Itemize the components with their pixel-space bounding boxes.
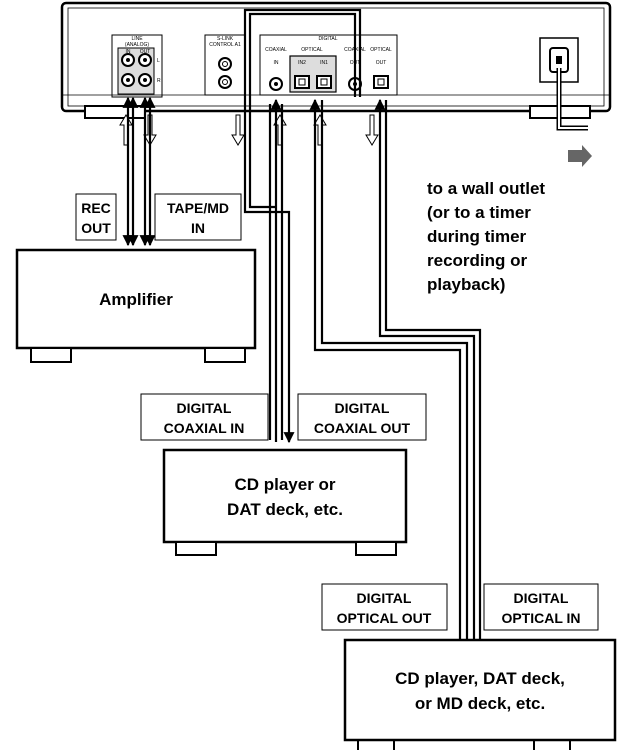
wall-note-line2: (or to a timer (427, 203, 531, 222)
coaxial-in-group-label: COAXIAL (265, 47, 287, 53)
dig-coax-out-line2: COAXIAL OUT (314, 420, 411, 436)
dig-coax-in-line1: DIGITAL (177, 400, 232, 416)
label-tape-md-in: TAPE/MD IN (154, 193, 242, 241)
label-digital-coaxial-out: DIGITAL COAXIAL OUT (297, 393, 427, 441)
cd-dat-label-line1: CD player or (234, 475, 335, 494)
analog-cables (122, 96, 156, 247)
cd-dat-device: CD player or DAT deck, etc. (162, 448, 408, 556)
optical-cables (309, 98, 482, 662)
amplifier-label: Amplifier (99, 290, 173, 309)
label-rec-out: REC OUT (75, 193, 117, 241)
digital-group-label: DIGITAL (318, 36, 337, 42)
dig-opt-out-line1: DIGITAL (357, 590, 412, 606)
optical-in1-label: IN1 (320, 60, 328, 66)
channel-r-label: R (157, 78, 161, 84)
optical-out-group-label: OPTICAL (370, 47, 392, 53)
optical-in-group-label: OPTICAL (301, 47, 323, 53)
wall-note-line5: playback) (427, 275, 505, 294)
dig-opt-in-line2: OPTICAL IN (501, 610, 580, 626)
dig-opt-in-line1: DIGITAL (514, 590, 569, 606)
dig-opt-out-line2: OPTICAL OUT (337, 610, 432, 626)
coaxial-cables (243, 8, 362, 444)
wall-outlet-note: to a wall outlet (or to a timer during t… (427, 179, 545, 294)
dig-coax-in-line2: COAXIAL IN (164, 420, 245, 436)
label-digital-optical-out: DIGITAL OPTICAL OUT (321, 583, 448, 631)
amplifier-device: Amplifier (15, 248, 257, 363)
tape-md-line1: TAPE/MD (167, 200, 229, 216)
optical-in2-label: IN2 (298, 60, 306, 66)
wall-outlet-arrow (568, 145, 592, 167)
slink-label: S-LINK (217, 36, 234, 42)
cd-dat-label-line2: DAT deck, etc. (227, 500, 343, 519)
cd-dat-md-label-line1: CD player, DAT deck, (395, 669, 565, 688)
dig-coax-out-line1: DIGITAL (335, 400, 390, 416)
channel-l-label: L (157, 58, 160, 64)
line-analog-sub-label: (ANALOG) (125, 42, 150, 48)
digital-jacks[interactable]: DIGITAL COAXIAL OPTICAL COAXIAL OPTICAL … (259, 34, 398, 96)
rec-out-line1: REC (81, 200, 111, 216)
optical-out-label: OUT (376, 60, 387, 66)
control-a1-label: CONTROL A1 (209, 42, 241, 48)
tape-md-line2: IN (191, 220, 205, 236)
label-digital-coaxial-in: DIGITAL COAXIAL IN (140, 393, 269, 441)
wall-note-line4: recording or (427, 251, 528, 270)
line-out-label: OUT (140, 49, 151, 55)
label-digital-optical-in: DIGITAL OPTICAL IN (483, 583, 599, 631)
cd-dat-md-label-line2: or MD deck, etc. (415, 694, 545, 713)
wall-note-line1: to a wall outlet (427, 179, 545, 198)
power-cord-inner (558, 68, 588, 129)
coaxial-in-label: IN (274, 60, 279, 66)
cd-dat-md-device: CD player, DAT deck, or MD deck, etc. (343, 638, 617, 750)
rec-out-line2: OUT (81, 220, 111, 236)
slink-control-jacks[interactable]: S-LINK CONTROL A1 (204, 34, 246, 96)
line-in-label: IN (126, 49, 131, 55)
line-group-label: LINE (131, 36, 143, 42)
wall-note-line3: during timer (427, 227, 527, 246)
